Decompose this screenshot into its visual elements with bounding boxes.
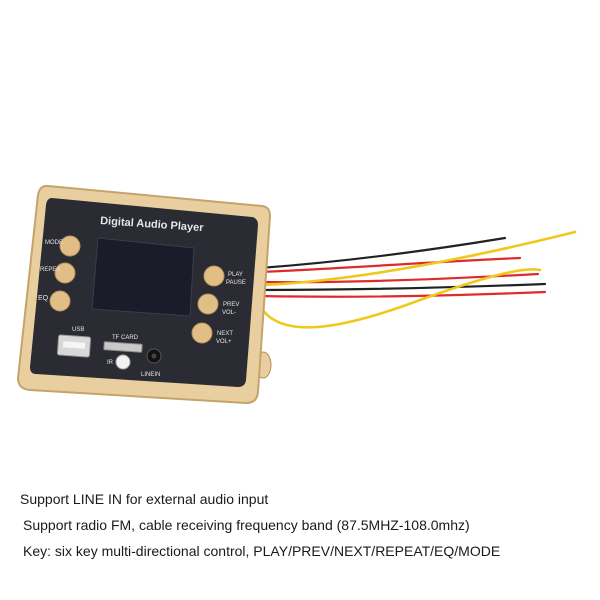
mode-label: MODE	[45, 240, 63, 246]
wire-yellow-1	[260, 230, 577, 287]
vol-plus-label: VOL+	[216, 339, 232, 345]
pause-label: PAUSE	[226, 280, 246, 286]
eq-label: EQ	[38, 295, 49, 302]
eq-button[interactable]	[49, 290, 71, 312]
usb-label: USB	[72, 327, 84, 333]
play-pause-button[interactable]	[203, 265, 225, 287]
prev-label: PREV	[223, 302, 239, 308]
mode-button[interactable]	[59, 235, 81, 257]
repeat-button[interactable]	[54, 262, 76, 284]
caption-keys: Key: six key multi-directional control, …	[23, 543, 501, 559]
repeat-label: REPEA	[40, 267, 60, 273]
usb-port-insert	[62, 341, 86, 349]
line-in-jack-hole	[151, 353, 157, 359]
product-photo: Digital Audio Player MODE REPEA EQ PLAY …	[16, 184, 577, 405]
wire-red-1	[258, 256, 522, 274]
tf-card-label: TF CARD	[112, 335, 139, 341]
wire-bundle	[258, 230, 577, 329]
ir-receiver	[115, 354, 131, 370]
prev-button[interactable]	[197, 293, 219, 315]
wire-black-1	[258, 236, 507, 270]
caption-line-in: Support LINE IN for external audio input	[20, 491, 269, 507]
wire-black-2	[258, 282, 547, 292]
wire-yellow-2	[258, 268, 542, 329]
play-label: PLAY	[228, 272, 243, 278]
vol-minus-label: VOL-	[222, 310, 236, 316]
next-label: NEXT	[217, 331, 233, 337]
line-in-label: LINEIN	[141, 372, 160, 378]
wire-red-3	[258, 290, 547, 298]
ir-label: IR	[107, 360, 114, 366]
next-button[interactable]	[191, 322, 213, 344]
caption-radio-fm: Support radio FM, cable receiving freque…	[23, 517, 470, 533]
tf-card-slot[interactable]	[103, 341, 143, 353]
lcd-screen	[91, 237, 195, 317]
